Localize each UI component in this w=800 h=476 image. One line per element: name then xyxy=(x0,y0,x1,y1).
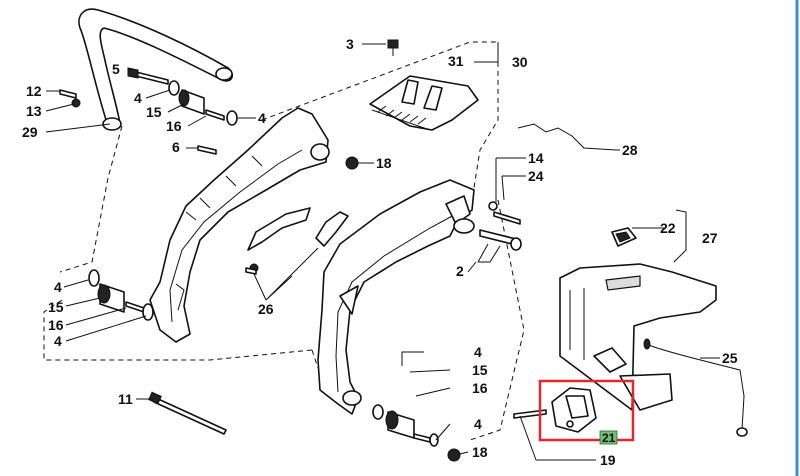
callout-12: 12 xyxy=(26,83,42,99)
callout-15-left: 15 xyxy=(48,299,64,315)
callout-28: 28 xyxy=(622,142,638,158)
callout-19: 19 xyxy=(600,452,616,468)
top-cover-part-31 xyxy=(369,75,479,131)
front-handle-frame xyxy=(317,179,475,415)
callout-4-mid-left-b: 4 xyxy=(54,333,62,349)
callout-16-top: 16 xyxy=(166,118,182,134)
callout-11: 11 xyxy=(118,391,133,407)
callout-30: 30 xyxy=(512,54,528,70)
leader-lines xyxy=(45,42,720,461)
group-outline-top xyxy=(261,41,499,201)
callout-14: 14 xyxy=(528,150,544,166)
callout-26: 26 xyxy=(258,301,274,317)
callout-18-bottom: 18 xyxy=(472,444,488,460)
callout-25: 25 xyxy=(722,350,738,366)
callout-3: 3 xyxy=(346,36,354,52)
callout-4-top-left: 4 xyxy=(134,90,142,106)
callout-18-top: 18 xyxy=(376,155,392,171)
callout-21: 21 xyxy=(602,431,616,445)
callout-16-left: 16 xyxy=(48,317,64,333)
highlight-box xyxy=(538,379,635,442)
callout-4-top-right: 4 xyxy=(258,110,266,126)
rear-handle-frame xyxy=(149,107,330,343)
callout-15-right: 15 xyxy=(472,362,488,378)
callout-24: 24 xyxy=(528,168,544,184)
callout-27: 27 xyxy=(702,230,718,246)
group-outline-left xyxy=(43,125,313,361)
callout-2: 2 xyxy=(456,263,464,279)
callout-15-top: 15 xyxy=(146,104,162,120)
callout-6: 6 xyxy=(172,139,180,155)
callout-22: 22 xyxy=(660,220,676,236)
callout-4-mid-left-a: 4 xyxy=(54,279,62,295)
callout-4-right-b: 4 xyxy=(474,416,482,432)
switch-part-22 xyxy=(611,227,637,247)
wire-part-28 xyxy=(517,123,617,151)
hardware-fasteners xyxy=(59,39,547,462)
handlebar-bow xyxy=(78,8,234,131)
bracket-part-21 xyxy=(551,387,597,433)
callout-16-right: 16 xyxy=(472,380,488,396)
callout-29: 29 xyxy=(22,124,38,140)
callout-13: 13 xyxy=(26,103,42,119)
callout-5: 5 xyxy=(112,61,120,77)
callout-31: 31 xyxy=(448,53,464,69)
highlight-tag xyxy=(599,430,618,445)
callout-labels: 3 31 30 5 12 13 4 15 16 4 29 6 18 28 14 … xyxy=(22,36,738,468)
callout-4-right-a: 4 xyxy=(474,344,482,360)
